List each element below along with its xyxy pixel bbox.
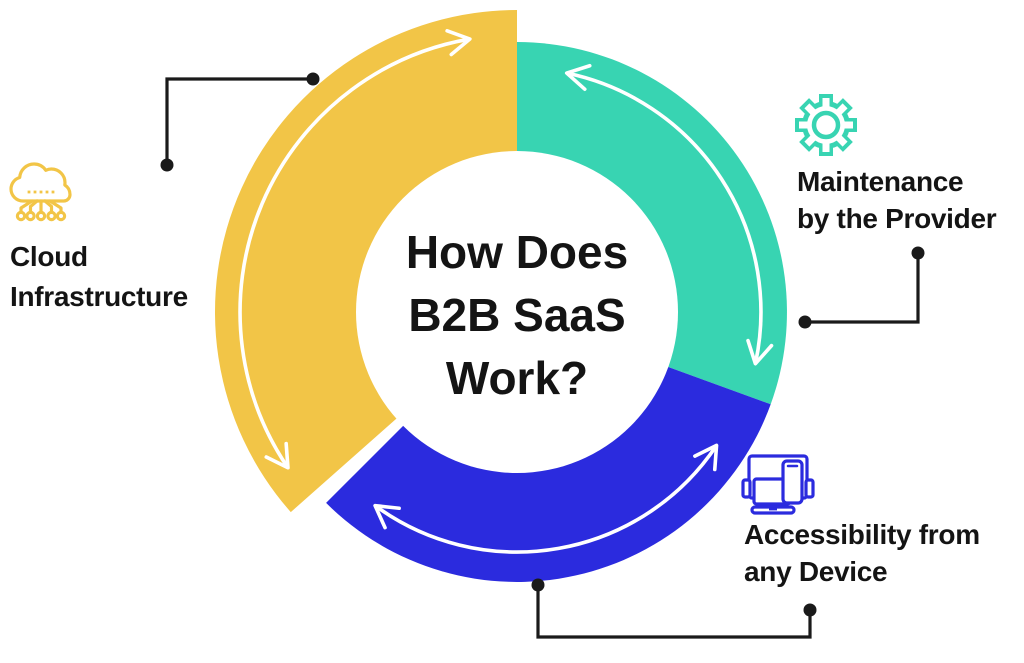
- connector-dot: [803, 603, 817, 617]
- cloud-network-icon: [9, 162, 72, 222]
- network-node: [35, 210, 47, 222]
- gear-teeth-inner: [799, 98, 853, 152]
- gear-center-hole: [811, 110, 841, 140]
- connector-dot: [531, 578, 545, 592]
- connector-cloud-line: [165, 77, 313, 165]
- network-node: [25, 210, 36, 222]
- devices-icon: [741, 454, 815, 515]
- connector-dot: [798, 315, 812, 329]
- monitor-right-tab: [804, 478, 815, 499]
- network-node: [46, 210, 57, 222]
- connector-cloud: [160, 72, 320, 172]
- gear-icon: [795, 94, 857, 156]
- network-branch: [28, 199, 39, 214]
- connector-maintenance-line: [805, 253, 920, 324]
- label-maintenance-by-provider: Maintenance by the Provider: [797, 163, 997, 237]
- cloud-outline: [9, 162, 72, 203]
- network-node: [15, 210, 27, 222]
- connector-accessibility-line: [536, 585, 812, 639]
- label-line: by the Provider: [797, 203, 997, 234]
- connector-dot: [160, 158, 174, 172]
- label-accessibility-any-device: Accessibility from any Device: [744, 516, 980, 590]
- network-branch: [43, 199, 54, 214]
- page-title: How Does B2B SaaS Work?: [406, 221, 628, 410]
- connector-maintenance: [798, 246, 925, 329]
- device-stand-notch: [769, 507, 777, 511]
- connector-dot: [911, 246, 925, 260]
- label-line: Accessibility from: [744, 519, 980, 550]
- network-node: [55, 210, 67, 222]
- phone-rect: [781, 459, 804, 505]
- cycle-arrow-blue: [373, 443, 719, 554]
- network-branch: [19, 199, 34, 214]
- monitor-left-tab: [741, 478, 752, 499]
- label-cloud-infrastructure: Cloud Infrastructure: [10, 237, 188, 317]
- title-line: How Does: [405, 226, 629, 278]
- network-branch: [48, 199, 63, 214]
- cloud-dotted-line: [27, 190, 55, 194]
- title-line: B2B SaaS: [408, 289, 626, 341]
- label-line: any Device: [744, 556, 888, 587]
- cycle-arrow-teal: [564, 63, 774, 366]
- label-line: Cloud: [10, 241, 88, 272]
- cycle-arrow-yellow: [238, 29, 472, 470]
- connector-dot: [306, 72, 320, 86]
- connector-accessibility: [531, 578, 817, 639]
- label-line: Infrastructure: [10, 281, 188, 312]
- label-line: Maintenance: [797, 166, 964, 197]
- title-line: Work?: [445, 352, 589, 404]
